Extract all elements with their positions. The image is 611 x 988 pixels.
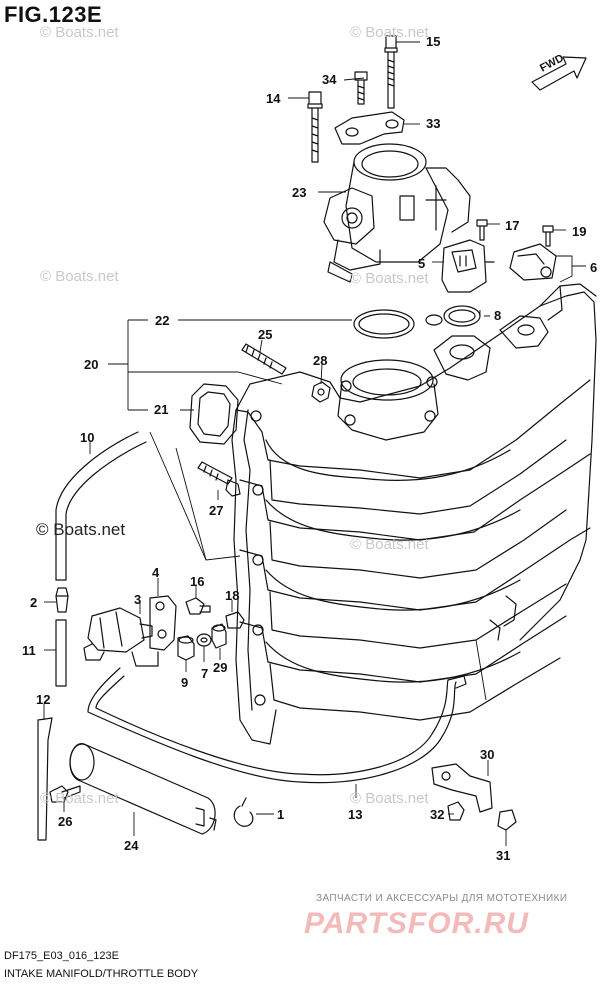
callout-9[interactable]: 9 <box>181 675 189 690</box>
cap-9 <box>177 635 195 661</box>
callout-16[interactable]: 16 <box>190 574 205 589</box>
callout-24[interactable]: 24 <box>124 838 139 853</box>
stud-25 <box>241 343 287 375</box>
figure-caption: INTAKE MANIFOLD/THROTTLE BODY <box>4 968 199 980</box>
throttle-body-23 <box>323 143 471 283</box>
clip-1 <box>233 797 254 827</box>
map-sensor-6 <box>509 243 557 281</box>
callout-6[interactable]: 6 <box>590 260 598 275</box>
bolt-14 <box>307 91 323 163</box>
callout-8[interactable]: 8 <box>494 308 502 323</box>
clip-31 <box>497 809 517 831</box>
watermark-site: © Boats.net <box>350 270 429 287</box>
o-ring-22b <box>425 314 443 326</box>
watermark-site: © Boats.net <box>40 790 119 807</box>
idle-air-control-valve-5 <box>441 239 495 293</box>
hose-13 <box>87 667 467 784</box>
callout-15[interactable]: 15 <box>426 34 441 49</box>
hose-12 <box>37 717 53 841</box>
screw-17 <box>476 219 488 241</box>
callout-19[interactable]: 19 <box>572 224 587 239</box>
callout-31[interactable]: 31 <box>496 848 511 863</box>
hose-10 <box>55 431 147 581</box>
watermark-site: © Boats.net <box>40 24 119 41</box>
fwd-arrow-icon <box>531 56 587 91</box>
callout-2[interactable]: 2 <box>30 595 38 610</box>
bolt-16 <box>185 597 211 615</box>
o-ring-8 <box>443 305 481 327</box>
callout-25[interactable]: 25 <box>258 327 273 342</box>
callout-17[interactable]: 17 <box>505 218 520 233</box>
o-ring-22a <box>353 309 415 339</box>
callout-12[interactable]: 12 <box>36 692 51 707</box>
bolt-15 <box>384 35 398 109</box>
callout-26[interactable]: 26 <box>58 814 73 829</box>
callout-1[interactable]: 1 <box>277 807 285 822</box>
callout-22[interactable]: 22 <box>155 313 170 328</box>
watermark-site: © Boats.net <box>350 24 429 41</box>
canister-24 <box>69 743 217 835</box>
connector-2 <box>55 587 69 613</box>
vsv-solenoid-3 <box>83 607 159 667</box>
callout-30[interactable]: 30 <box>480 747 495 762</box>
callout-18[interactable]: 18 <box>225 588 240 603</box>
callout-13[interactable]: 13 <box>348 807 363 822</box>
bolt-32 <box>447 801 465 821</box>
bracket-30 <box>431 763 493 813</box>
callout-27[interactable]: 27 <box>209 503 224 518</box>
callout-34[interactable]: 34 <box>322 72 337 87</box>
figure-title: FIG.123E <box>4 2 103 27</box>
screw-19 <box>542 225 554 247</box>
callout-20[interactable]: 20 <box>84 357 99 372</box>
callout-32[interactable]: 32 <box>430 807 445 822</box>
callout-23[interactable]: 23 <box>292 185 307 200</box>
nut-28 <box>311 381 331 403</box>
callout-7[interactable]: 7 <box>201 666 209 681</box>
bracket-33 <box>334 111 405 145</box>
bolt-18 <box>225 611 245 629</box>
callout-3[interactable]: 3 <box>134 592 142 607</box>
shop-logo: PARTSFOR.RU <box>304 907 529 940</box>
callout-14[interactable]: 14 <box>266 91 281 106</box>
bolt-26 <box>49 785 81 803</box>
model-code: DF175_E03_016_123E <box>4 950 119 962</box>
watermark-site: © Boats.net <box>350 790 429 807</box>
bolt-27 <box>197 461 241 497</box>
callout-10[interactable]: 10 <box>80 430 95 445</box>
bracket-4 <box>149 595 177 651</box>
watermark-site-strong: © Boats.net <box>36 520 126 539</box>
callout-21[interactable]: 21 <box>154 402 169 417</box>
shop-tagline: ЗАПЧАСТИ И АКСЕССУАРЫ ДЛЯ МОТОТЕХНИКИ <box>316 893 568 904</box>
callout-28[interactable]: 28 <box>313 353 328 368</box>
intake-manifold <box>231 283 597 745</box>
watermark-site: © Boats.net <box>350 536 429 553</box>
hose-11 <box>55 619 67 687</box>
bushing-29 <box>211 623 227 649</box>
callout-33[interactable]: 33 <box>426 116 441 131</box>
bolt-34 <box>354 71 368 105</box>
callout-5[interactable]: 5 <box>418 256 426 271</box>
leader-lines <box>43 41 586 846</box>
callout-4[interactable]: 4 <box>152 565 160 580</box>
washer-7 <box>196 633 212 647</box>
gasket-21 <box>189 383 239 445</box>
callout-11[interactable]: 11 <box>22 643 36 658</box>
callout-29[interactable]: 29 <box>213 660 228 675</box>
watermark-site: © Boats.net <box>40 268 119 285</box>
